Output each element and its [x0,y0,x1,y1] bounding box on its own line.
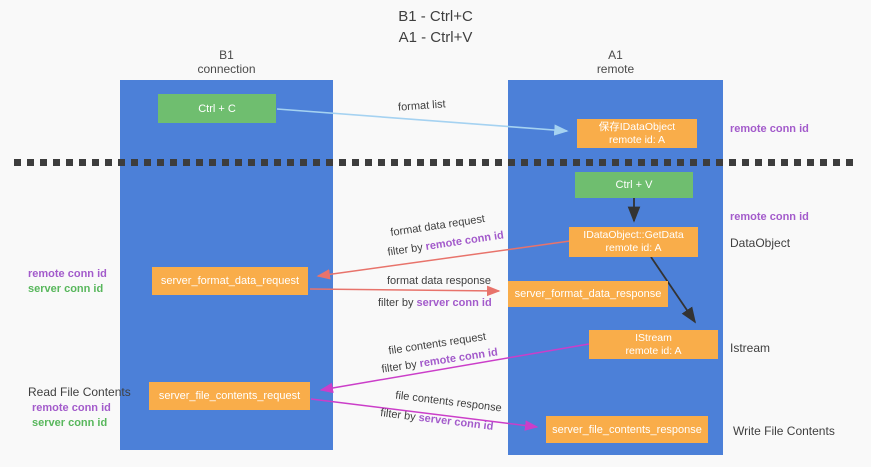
ctrl-c-box: Ctrl + C [158,94,276,123]
ctrl-v-label: Ctrl + V [615,179,653,191]
istream-side-label: Istream [730,341,771,355]
title-line-2: A1 - Ctrl+V [398,29,473,46]
dashed-separator [14,159,856,166]
server-file-contents-request-box: server_file_contents_request [149,382,310,410]
server-file-contents-request-label: server_file_contents_request [158,390,301,402]
istream-box: IStream remote id: A [589,330,718,359]
ctrl-c-label: Ctrl + C [198,102,236,115]
right-remote-conn-id-2: remote conn id [730,211,809,223]
dataobject-label: DataObject [730,236,791,250]
idataobject-getdata-box: IDataObject::GetData remote id: A [569,227,698,257]
left-remote-conn-id-1: remote conn id [28,268,107,280]
left-column-role: connection [197,62,256,76]
server-conn-id-text: server conn id [417,411,494,433]
save-idataobject-box: 保存IDataObject remote id: A [577,119,697,148]
right-column-header: A1 remote [508,48,723,76]
left-column-header: B1 connection [120,48,333,76]
save-idataobject-line1: 保存IDataObject [598,120,676,133]
filter-by-text: filter by [380,358,418,376]
server-format-data-request-label: server_format_data_request [160,275,300,287]
idataobject-getdata-line1: IDataObject::GetData [583,229,684,241]
server-format-data-response-label: server_format_data_response [514,288,662,300]
format-list-label: format list [397,98,447,114]
remote-conn-id-text: remote conn id [424,229,505,253]
left-remote-conn-id-2: remote conn id [32,402,111,414]
server-format-data-request-box: server_format_data_request [152,267,308,295]
server-conn-id-text: server conn id [416,297,492,309]
save-idataobject-line2: remote id: A [608,133,666,146]
filter-by-text: filter by [379,407,417,424]
right-remote-conn-id-1: remote conn id [730,123,809,135]
ctrl-v-box: Ctrl + V [575,172,693,198]
read-file-contents-label: Read File Contents [28,385,131,399]
diagram-title: B1 - Ctrl+C A1 - Ctrl+V [0,6,871,48]
left-column-name: B1 [219,48,234,62]
filter-by-text: filter by [378,297,414,309]
filter-by-text: filter by [386,241,424,259]
idataobject-getdata-line2: remote id: A [605,242,662,254]
server-file-contents-response-label: server_file_contents_response [552,423,702,436]
title-line-1: B1 - Ctrl+C [398,8,473,25]
left-server-conn-id-2: server conn id [32,417,108,429]
format-data-response-label: format data response [387,275,491,287]
left-server-conn-id-1: server conn id [28,283,104,295]
right-column-name: A1 [608,48,623,62]
right-column-role: remote [596,62,635,76]
format-data-response-arrow [309,285,501,297]
istream-line1: IStream [635,331,672,344]
istream-line2: remote id: A [625,344,682,357]
server-file-contents-response-box: server_file_contents_response [546,416,708,443]
write-file-contents-label: Write File Contents [733,424,835,438]
server-format-data-response-box: server_format_data_response [508,281,668,307]
